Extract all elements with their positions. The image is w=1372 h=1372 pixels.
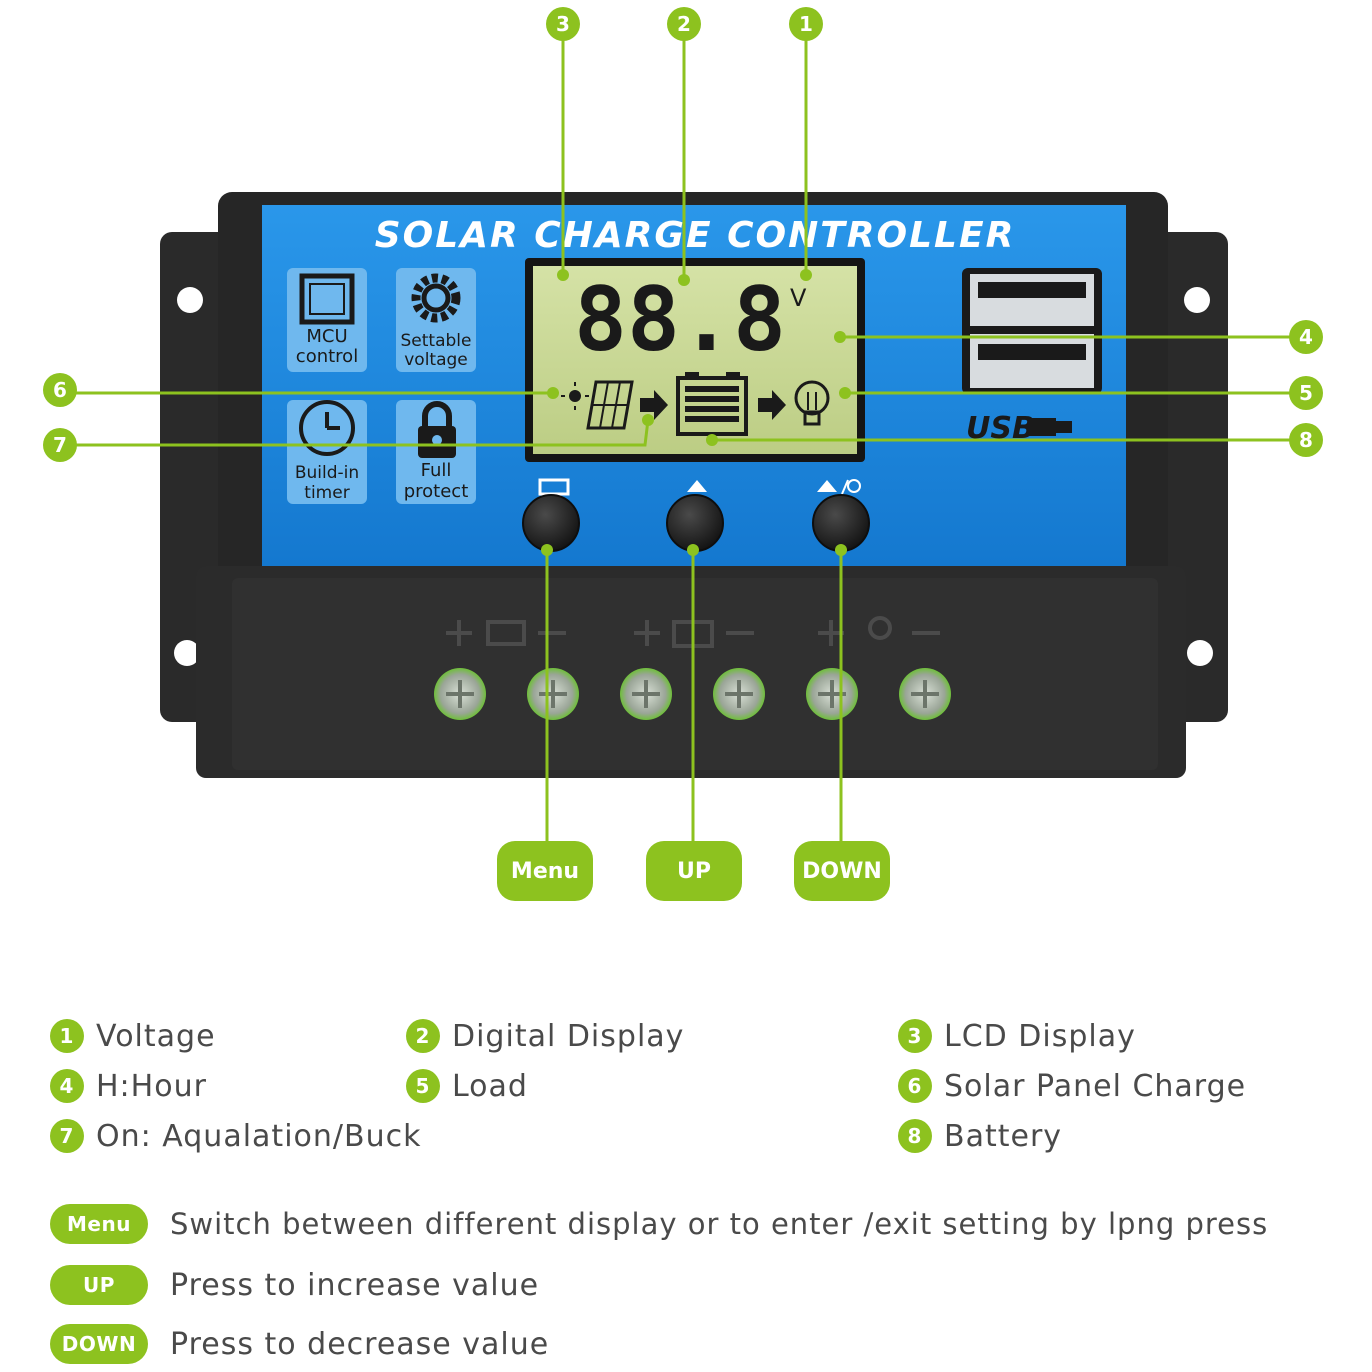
callout-lines	[76, 40, 1290, 842]
callout-badge-3: 3	[546, 7, 580, 41]
svg-text:5: 5	[1299, 381, 1313, 405]
legend-badge: 3	[898, 1019, 932, 1053]
button-legend-down: DOWN Press to decrease value	[50, 1322, 549, 1366]
legend-item: 2 Digital Display	[406, 1016, 684, 1056]
button-legend-up: UP Press to increase value	[50, 1263, 539, 1307]
legend-badge: 2	[406, 1019, 440, 1053]
screen-icon	[538, 478, 570, 496]
legend-pill: UP	[50, 1265, 148, 1305]
legend-pill: DOWN	[50, 1324, 148, 1364]
legend-text: Switch between different display or to e…	[170, 1207, 1269, 1241]
feature-mcu-control: MCU control	[287, 268, 367, 372]
gear-icon	[411, 273, 461, 323]
device-title: SOLAR CHARGE CONTROLLER	[375, 215, 1016, 256]
legend-text: Press to increase value	[170, 1267, 540, 1303]
feature-label-line2: voltage	[404, 350, 468, 370]
feature-label-line1: Settable	[401, 331, 472, 351]
arrow-right-icon	[758, 390, 786, 420]
triangle-up-icon	[817, 480, 837, 492]
svg-text:4: 4	[1299, 325, 1313, 349]
feature-build-in-timer: Build-in timer	[287, 400, 367, 504]
feature-label-line2: protect	[404, 481, 469, 502]
legend-badge: 6	[898, 1069, 932, 1103]
terminal-block	[196, 566, 1186, 778]
triangle-up-icon	[687, 480, 707, 492]
terminal-screw	[434, 668, 486, 720]
callout-dots	[541, 269, 851, 556]
callout-badge-7: 7	[43, 428, 77, 462]
feature-label-line1: Full	[421, 460, 452, 481]
terminal-screw	[713, 668, 765, 720]
sun-icon	[561, 382, 589, 410]
down-button-device[interactable]	[812, 479, 870, 552]
usb-plug-icon	[1028, 418, 1072, 436]
lcd-voltage-unit: V	[790, 284, 807, 312]
legend-text: Press to decrease value	[170, 1326, 550, 1362]
legend-text: On: Aqualation/Buck	[96, 1118, 422, 1154]
legend-item: 7 On: Aqualation/Buck	[50, 1116, 421, 1156]
callout-badge-5: 5	[1289, 376, 1323, 410]
callout-badge-8: 8	[1289, 423, 1323, 457]
svg-text:1: 1	[799, 12, 813, 36]
terminal-screw	[806, 668, 858, 720]
feature-label-line1: MCU	[306, 326, 347, 347]
svg-text:8: 8	[1299, 428, 1313, 452]
legend-item: 6 Solar Panel Charge	[898, 1066, 1246, 1106]
feature-label-line2: control	[296, 346, 358, 367]
clock-icon	[299, 400, 355, 456]
legend-text: LCD Display	[944, 1018, 1136, 1054]
legend-text: Digital Display	[452, 1018, 685, 1054]
callout-badge-4: 4	[1289, 320, 1323, 354]
menu-button-label: Menu	[497, 841, 593, 901]
legend-badge: 4	[50, 1069, 84, 1103]
feature-full-protect: Full protect	[396, 400, 476, 504]
lock-icon	[418, 401, 456, 458]
arrow-right-icon	[640, 390, 668, 420]
terminal-screw	[899, 668, 951, 720]
bulb-icon	[794, 380, 830, 426]
svg-text:2: 2	[677, 12, 691, 36]
svg-text:6: 6	[53, 378, 67, 402]
legend-item: 3 LCD Display	[898, 1016, 1136, 1056]
legend-text: Solar Panel Charge	[944, 1068, 1247, 1104]
terminal-screw	[620, 668, 672, 720]
svg-text:7: 7	[53, 433, 67, 457]
legend-badge: 7	[50, 1119, 84, 1153]
legend-badge: 8	[898, 1119, 932, 1153]
legend-pill: Menu	[50, 1204, 148, 1244]
terminal-screws	[434, 668, 951, 720]
button-legend-menu: Menu Switch between different display or…	[50, 1202, 1268, 1246]
chip-icon	[299, 273, 355, 325]
up-button-label: UP	[646, 841, 742, 901]
lcd-display: 88.8 V	[525, 258, 865, 462]
usb-ports[interactable]	[962, 268, 1102, 394]
legend-text: H:Hour	[96, 1068, 207, 1104]
legend-item: 8 Battery	[898, 1116, 1062, 1156]
callout-badge-6: 6	[43, 373, 77, 407]
legend-item: 4 H:Hour	[50, 1066, 207, 1106]
feature-label-line2: timer	[304, 483, 349, 503]
bulb-icon	[847, 479, 861, 493]
svg-text:3: 3	[556, 12, 570, 36]
legend-badge: 5	[406, 1069, 440, 1103]
callout-badge-2: 2	[667, 7, 701, 41]
feature-label-line1: Build-in	[295, 463, 359, 483]
legend-text: Voltage	[96, 1018, 216, 1054]
solar-panel-icon	[586, 380, 634, 430]
legend-item: 5 Load	[406, 1066, 528, 1106]
lcd-digits: 88.8	[574, 268, 786, 371]
legend-text: Battery	[944, 1118, 1063, 1154]
legend-item: 1 Voltage	[50, 1016, 216, 1056]
feature-settable-voltage: Settable voltage	[396, 268, 476, 372]
menu-button-device[interactable]	[522, 478, 580, 552]
terminal-screw	[527, 668, 579, 720]
legend: 1 Voltage 2 Digital Display 3 LCD Displa…	[0, 1000, 1372, 1372]
legend-text: Load	[452, 1068, 528, 1104]
down-button-label: DOWN	[794, 841, 890, 901]
controller-diagram: SOLAR CHARGE CONTROLLER MCU control Sett…	[43, 7, 1323, 842]
legend-badge: 1	[50, 1019, 84, 1053]
up-button-device[interactable]	[666, 480, 724, 552]
callout-badge-1: 1	[789, 7, 823, 41]
